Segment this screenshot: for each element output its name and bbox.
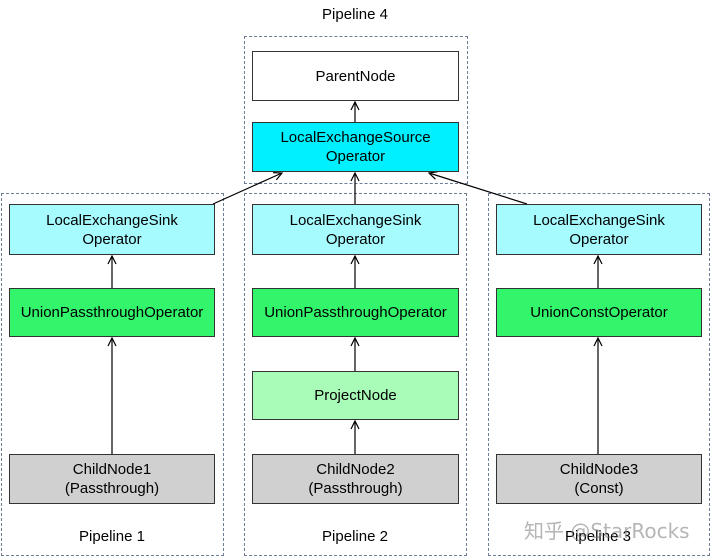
child-node-2: ChildNode2 (Passthrough) (252, 454, 459, 504)
parent-node-label: ParentNode (315, 67, 396, 85)
sink3-label-line2: Operator (569, 230, 629, 248)
child2-label-line2: (Passthrough) (308, 480, 403, 497)
pipeline-3-label: Pipeline 3 (565, 528, 631, 545)
local-exchange-sink-operator-2: LocalExchangeSink Operator (252, 204, 459, 255)
project-label: ProjectNode (314, 387, 397, 404)
project-node: ProjectNode (252, 371, 459, 420)
union-const-operator: UnionConstOperator (496, 288, 702, 337)
pipeline-1-label: Pipeline 1 (79, 528, 145, 545)
union1-label: UnionPassthroughOperator (20, 304, 204, 321)
local-exchange-sink-operator-3: LocalExchangeSink Operator (496, 204, 702, 255)
pipeline-4-group (244, 36, 468, 184)
pipeline-2-label: Pipeline 2 (322, 528, 388, 545)
parent-node: ParentNode (252, 51, 459, 101)
sink2-label-line1: LocalExchangeSink (289, 211, 422, 229)
source-label-line2: Operator (325, 148, 386, 165)
child1-label-line2: (Passthrough) (64, 480, 160, 497)
local-exchange-sink-operator-1: LocalExchangeSink Operator (9, 204, 215, 255)
union2-label: UnionPassthroughOperator (264, 304, 447, 321)
sink1-label-line1: LocalExchangeSink (46, 211, 178, 229)
source-label-line1: LocalExchangeSource (280, 129, 431, 146)
child-node-1: ChildNode1 (Passthrough) (9, 454, 215, 504)
sink1-label-line2: Operator (82, 230, 142, 248)
pipeline-1-group (1, 193, 224, 556)
sink3-label-line1: LocalExchangeSink (533, 211, 665, 229)
union-passthrough-operator-1: UnionPassthroughOperator (9, 288, 215, 337)
pipeline-4-label: Pipeline 4 (322, 6, 388, 23)
edge-sink3-source (429, 173, 528, 205)
local-exchange-source-operator: LocalExchangeSource Operator (252, 122, 459, 172)
child3-label-line2: (Const) (574, 480, 624, 497)
union-passthrough-operator-2: UnionPassthroughOperator (252, 288, 459, 337)
union3-label: UnionConstOperator (530, 304, 668, 321)
pipeline-3-group (488, 193, 710, 556)
watermark: 知乎 @StarRocks (524, 519, 690, 543)
sink2-label-line2: Operator (325, 230, 386, 248)
child2-label-line1: ChildNode2 (316, 461, 395, 478)
child3-label-line1: ChildNode3 (559, 461, 639, 478)
edge-sink1-source (212, 173, 282, 205)
child1-label-line1: ChildNode1 (72, 461, 152, 478)
child-node-3: ChildNode3 (Const) (496, 454, 702, 504)
